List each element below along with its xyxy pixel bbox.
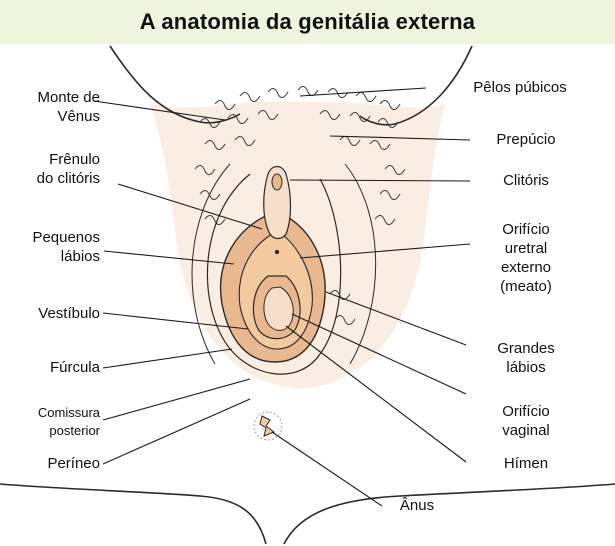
label-pelos-pubicos: Pêlos púbicos [428, 78, 612, 97]
body-outline-bottom-left [0, 484, 266, 544]
label-pequenos-labios: Pequenos lábios [8, 228, 100, 266]
diagram-area: Monte de Vênus Frênulo do clitóris Peque… [0, 44, 615, 546]
page-title: A anatomia da genitália externa [140, 9, 476, 35]
label-anus: Ânus [382, 496, 452, 515]
label-furcula: Fúrcula [8, 358, 100, 377]
label-clitoris: Clitóris [470, 171, 582, 190]
label-frenulo-do-clitoris: Frênulo do clitóris [8, 150, 100, 188]
label-himen: Hímen [470, 454, 582, 473]
label-perineo: Períneo [8, 454, 100, 473]
title-bar: A anatomia da genitália externa [0, 0, 615, 44]
label-orificio-vaginal: Orifício vaginal [470, 402, 582, 440]
urethral-meato [275, 250, 279, 254]
clitoris-glans [272, 174, 282, 190]
label-prepucio: Prepúcio [470, 130, 582, 149]
label-comissura-posterior: Comissura posterior [8, 404, 100, 440]
label-grandes-labios: Grandes lábios [470, 339, 582, 377]
label-monte-de-venus: Monte de Vênus [8, 88, 100, 126]
label-orificio-uretral: Orifício uretral externo (meato) [470, 220, 582, 296]
label-vestibulo: Vestíbulo [8, 304, 100, 323]
